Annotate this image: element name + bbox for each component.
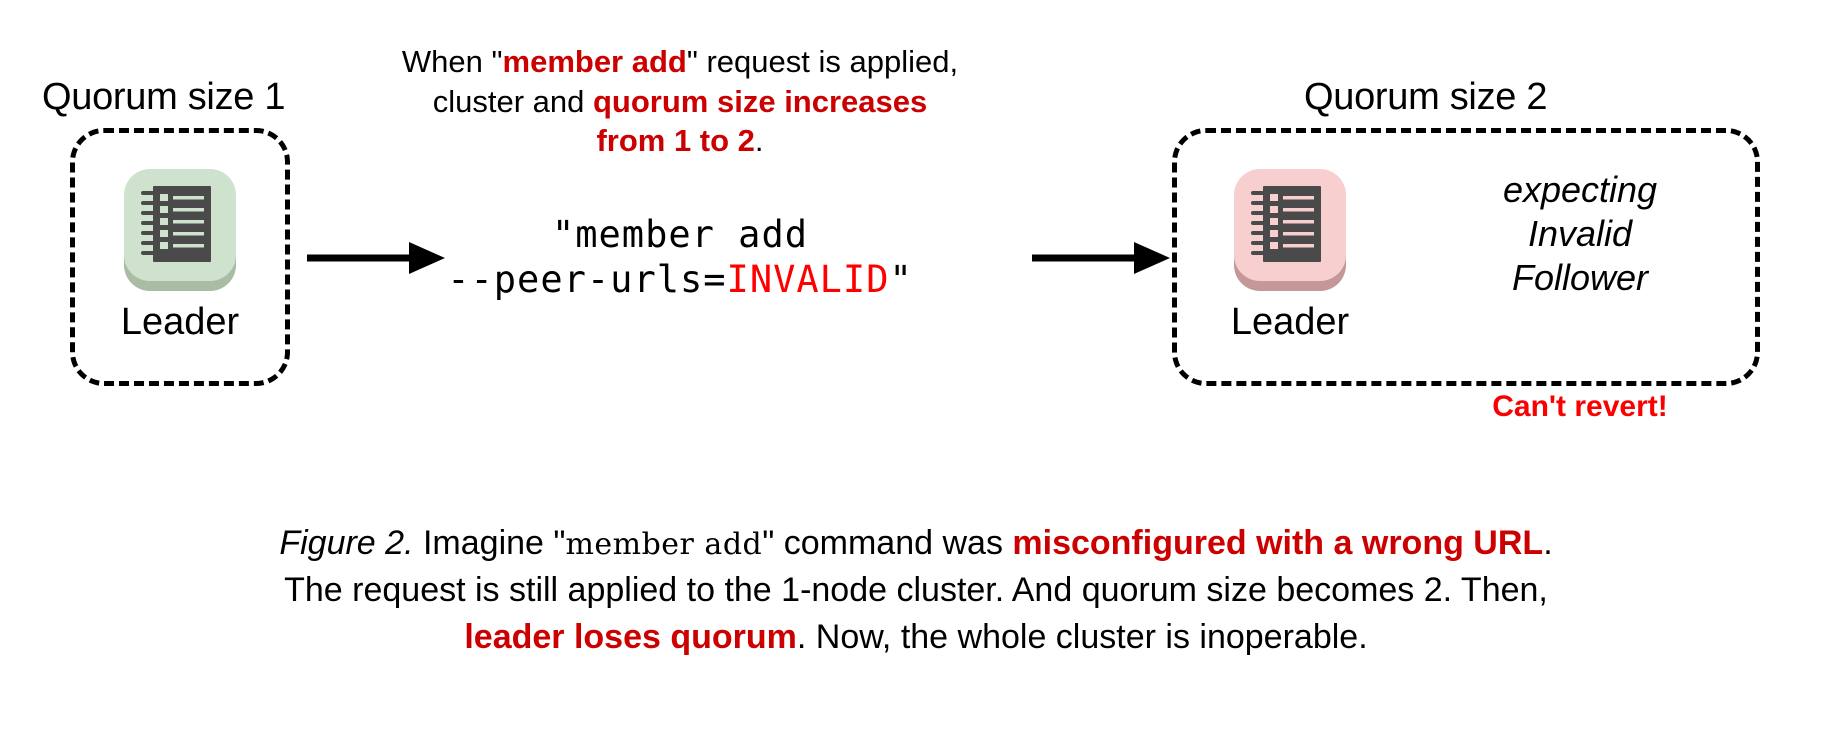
right-cluster-box [1172, 128, 1760, 386]
top-caption-l1b: " request is applied, [686, 44, 959, 79]
caption-l3b: . Now, the whole cluster is inoperable. [796, 617, 1368, 656]
figure-number: Figure 2. [279, 524, 414, 562]
caption-l1-highlight: misconfigured with a wrong URL [1012, 524, 1544, 562]
command-line-2: --peer-urls=INVALID" [430, 257, 930, 302]
left-node: Leader [120, 165, 240, 341]
right-cluster-title: Quorum size 2 [1304, 76, 1548, 118]
command-line2-suffix: " [889, 258, 913, 302]
caption-inline-code: member add [565, 527, 763, 562]
top-explanation: When "member add" request is applied, cl… [400, 42, 960, 161]
command-line2-prefix: --peer-urls= [447, 258, 727, 302]
right-node: Leader [1230, 165, 1350, 341]
caption-l3-highlight: leader loses quorum [464, 617, 797, 656]
expecting-note-line-1: expecting [1502, 169, 1658, 210]
left-cluster-title: Quorum size 1 [42, 76, 286, 118]
top-caption-l3-highlight: from 1 to 2 [596, 123, 755, 159]
left-node-icon-wrap [120, 165, 240, 293]
command-invalid-value: INVALID [726, 258, 890, 302]
caption-line-1: Figure 2. Imagine "member add" command w… [60, 520, 1772, 567]
expecting-note-line-2: Invalid [1527, 212, 1633, 254]
top-caption-l1-highlight: member add [502, 44, 687, 79]
caption-l1a: Imagine " [413, 524, 566, 562]
left-node-label: Leader [120, 301, 240, 343]
top-caption-l3b: . [754, 123, 764, 159]
command-text: "member add --peer-urls=INVALID" [430, 212, 930, 302]
top-caption-l1a: When " [401, 44, 503, 79]
expecting-follower-note: expecting Invalid Follower [1430, 168, 1730, 300]
etcd-node-icon [1251, 186, 1321, 262]
right-node-icon-wrap [1230, 165, 1350, 293]
etcd-node-icon-rows [1270, 194, 1314, 249]
caption-l1c: . [1543, 524, 1553, 562]
figure-caption: Figure 2. Imagine "member add" command w… [60, 520, 1772, 661]
top-caption-l2a: cluster and [432, 83, 593, 119]
command-line1-text: "member add [551, 213, 809, 256]
caption-line-3: leader loses quorum. Now, the whole clus… [60, 614, 1772, 661]
caption-line-2: The request is still applied to the 1-no… [284, 570, 1548, 609]
caption-l1b: " command was [762, 524, 1013, 562]
cant-revert-warning: Can't revert! [1492, 390, 1668, 423]
flow-arrow-right [1032, 242, 1170, 274]
etcd-node-icon-rows [160, 194, 204, 249]
etcd-node-icon [141, 186, 211, 262]
expecting-note-line-3: Follower [1511, 256, 1649, 298]
flow-arrow-left [307, 242, 445, 274]
left-cluster-box [70, 128, 290, 386]
command-line-1: "member add [430, 212, 930, 257]
top-caption-l2-highlight: quorum size increases [593, 83, 928, 119]
right-node-label: Leader [1230, 301, 1350, 343]
